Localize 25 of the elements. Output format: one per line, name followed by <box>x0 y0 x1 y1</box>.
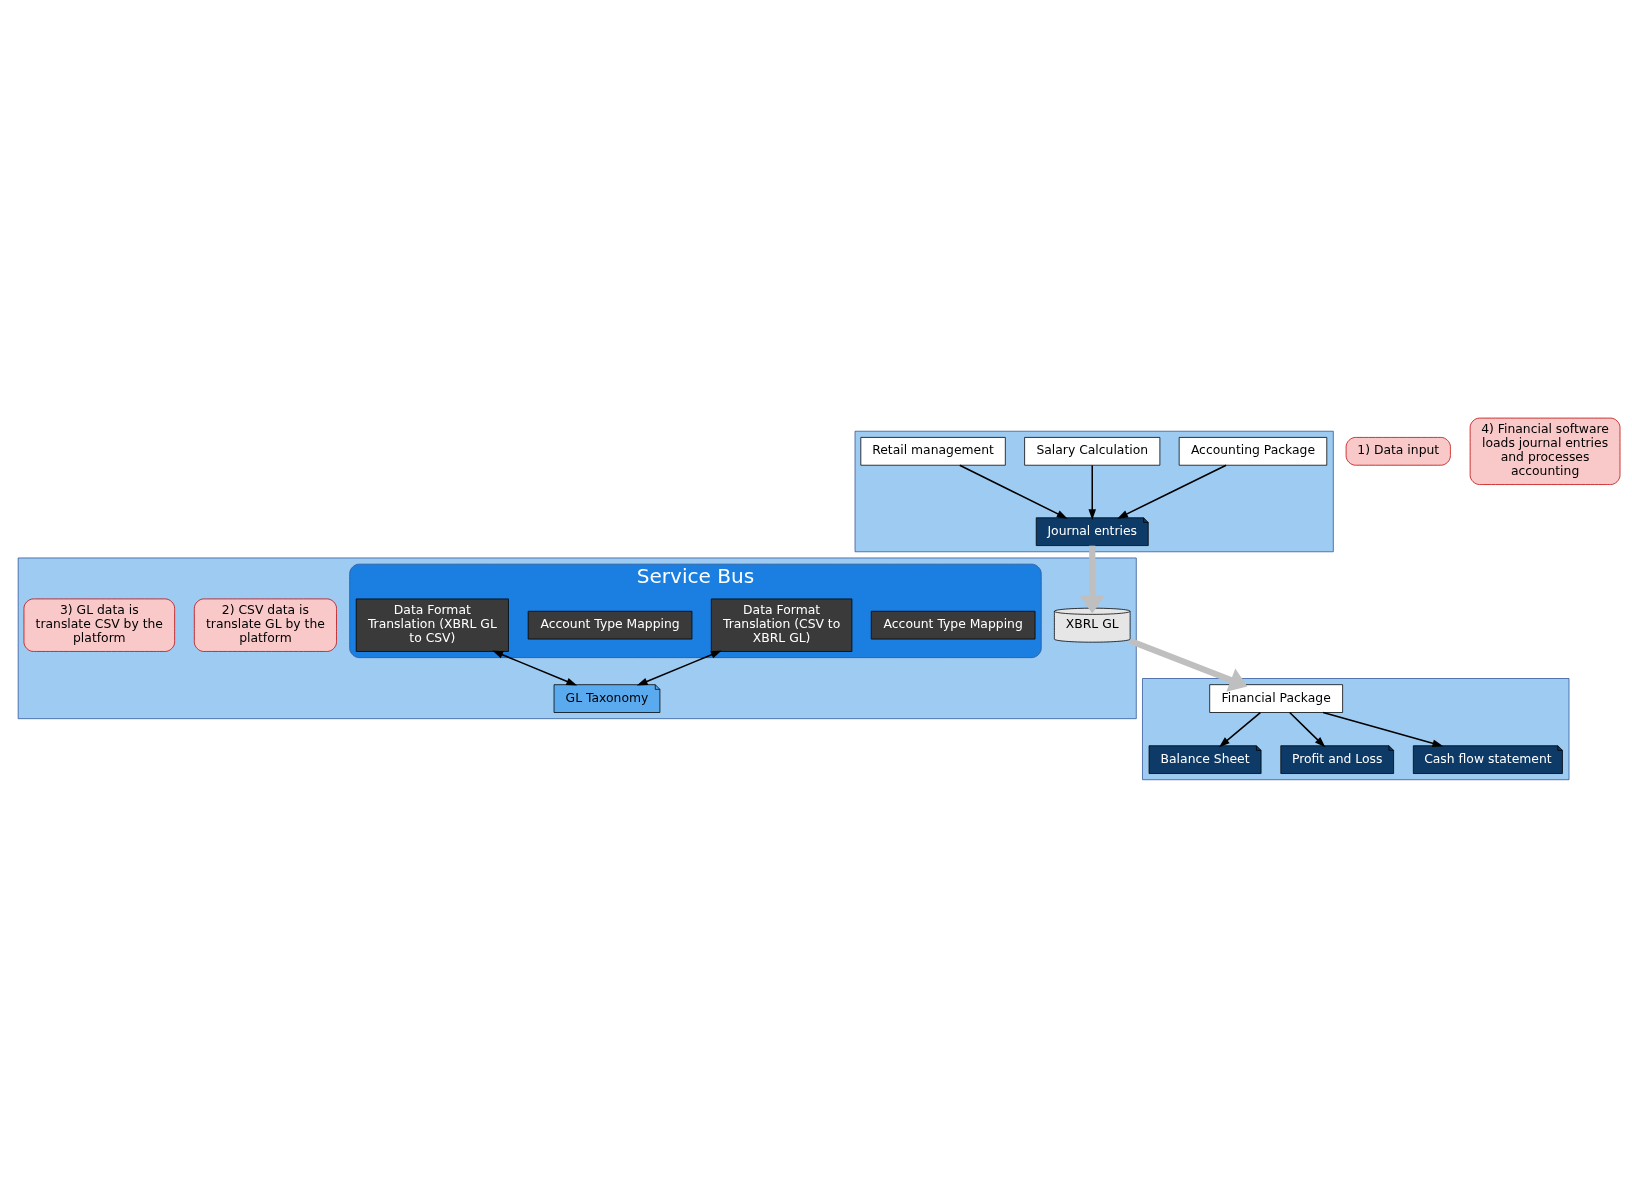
cluster <box>854 430 1334 552</box>
node-box: Data Format Translation (XBRL GL to CSV) <box>355 598 509 652</box>
arrow <box>1322 711 1444 747</box>
node-box: Data Format Translation (CSV to XBRL GL) <box>710 598 853 652</box>
node-box: Salary Calculation <box>1024 436 1161 466</box>
node-box: 3) GL data is translate CSV by the platform <box>23 598 176 652</box>
arrow <box>1219 711 1262 747</box>
node-box: Retail management <box>860 436 1006 466</box>
node-box: Account Type Mapping <box>870 610 1036 639</box>
arrow <box>492 650 578 686</box>
arrow <box>636 650 722 686</box>
node-box: 2) CSV data is translate GL by the platform <box>193 598 337 652</box>
arrow <box>1117 464 1227 519</box>
cluster <box>17 557 1137 719</box>
arrow <box>1129 637 1248 692</box>
node-box: Accounting Package <box>1178 436 1328 466</box>
node-box: Account Type Mapping <box>527 610 693 639</box>
arrow <box>1288 711 1326 747</box>
arrow <box>1088 464 1097 520</box>
node-box: 4) Financial software loads journal entries and processes accounting <box>1469 417 1621 485</box>
cluster <box>1142 677 1570 780</box>
node-box: 1) Data input <box>1345 436 1451 466</box>
arrow <box>1079 545 1105 614</box>
node-box: Financial Package <box>1209 683 1343 713</box>
arrow <box>958 464 1068 519</box>
